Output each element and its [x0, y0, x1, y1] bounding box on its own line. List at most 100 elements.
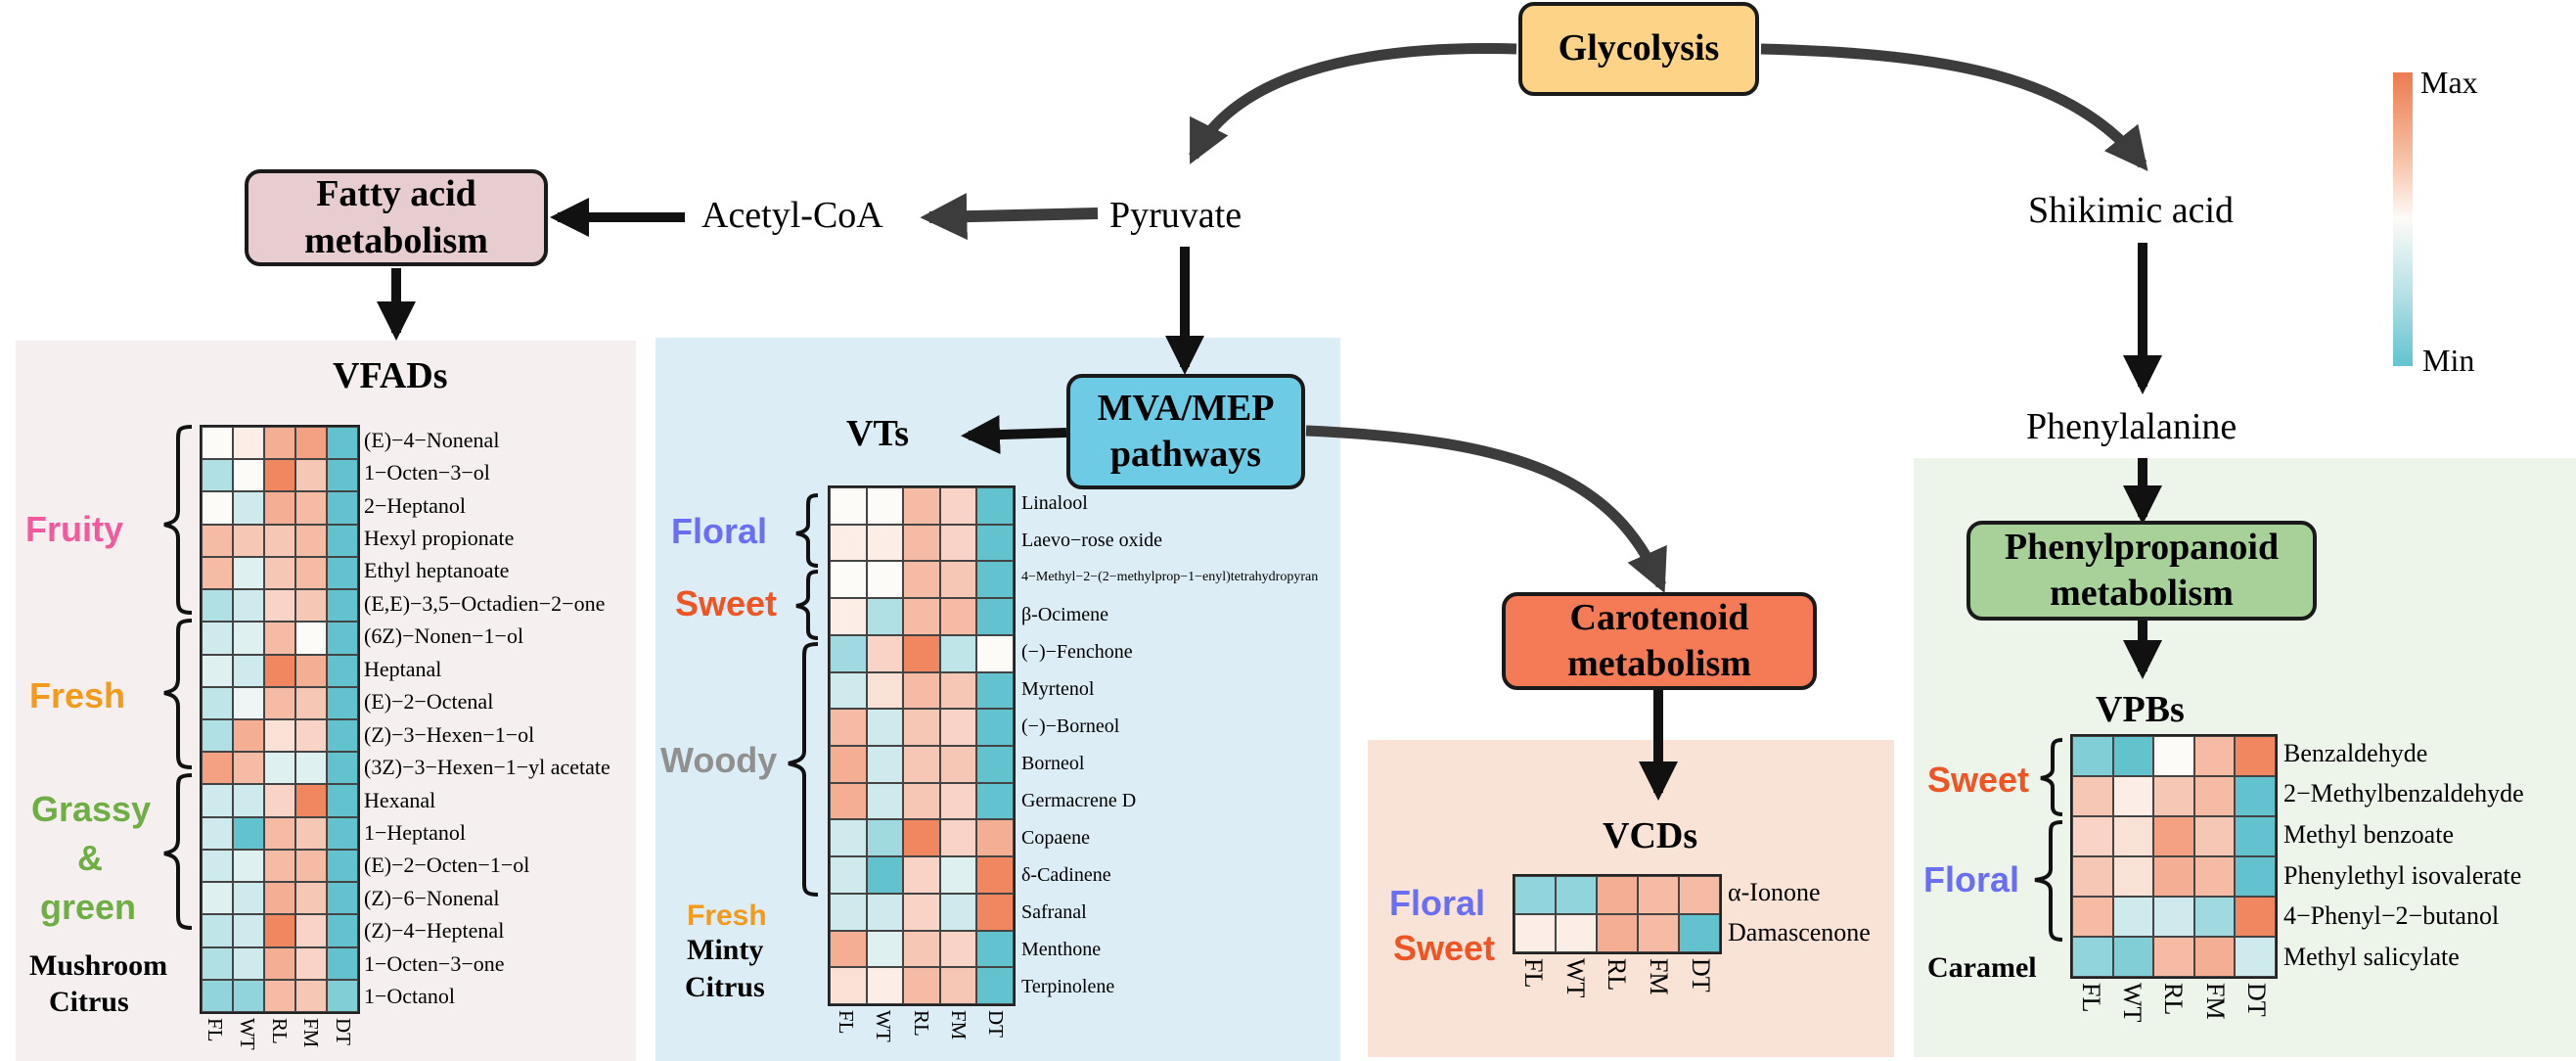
heatmap-cell	[2153, 937, 2194, 977]
heatmap-cell	[295, 686, 327, 719]
compound-label: Myrtenol	[1021, 678, 1095, 700]
heatmap-cell	[1514, 914, 1556, 952]
bracket-floral-vpb	[2034, 820, 2063, 942]
heatmap-cell	[2235, 897, 2276, 937]
heatmap-cell	[264, 752, 295, 785]
heatmap-cell	[202, 718, 233, 753]
heatmap-cell	[264, 622, 295, 655]
compound-label: Hexanal	[364, 787, 436, 812]
heatmap-cell	[830, 967, 867, 1004]
compound-label: Safranal	[1021, 901, 1087, 923]
phenylalanine-label: Phenylalanine	[2026, 406, 2237, 447]
heatmap-cell	[976, 634, 1014, 672]
vt-category-citrus: Citrus	[685, 971, 765, 1003]
vt-category-sweet: Sweet	[675, 583, 778, 623]
heatmap-cell	[202, 654, 233, 687]
heatmap-cell	[233, 784, 264, 817]
arrow-glycolysis-pyruvate	[1189, 43, 1517, 164]
heatmap-cell	[2235, 856, 2276, 897]
compound-label: Heptanal	[364, 656, 442, 681]
arrow-pyruvate-acetylcoa	[920, 193, 1099, 241]
heatmap-cell	[830, 598, 867, 635]
heatmap-cell	[295, 849, 327, 883]
vt-title: VTs	[846, 413, 910, 454]
arrow-mva-carotenoid	[1305, 425, 1667, 594]
heatmap-cell	[295, 946, 327, 980]
heatmap-cell	[903, 819, 940, 857]
heatmap-cell	[939, 524, 977, 562]
heatmap-cell	[830, 856, 867, 894]
heatmap-cell	[327, 718, 358, 753]
compound-label: Terpinolene	[1021, 976, 1115, 997]
vcd-category-floral: Floral	[1389, 883, 1486, 923]
heatmap-cell	[976, 746, 1014, 783]
heatmap-cell	[202, 459, 233, 492]
heatmap-cell	[830, 561, 867, 599]
heatmap-cell	[202, 816, 233, 850]
compound-label: 1−Heptanol	[364, 819, 467, 845]
vfad-category-citrus: Citrus	[49, 986, 129, 1018]
heatmap-cell	[976, 856, 1014, 894]
heatmap-cell	[976, 782, 1014, 820]
heatmap-cell	[976, 967, 1014, 1004]
compound-label: δ-Cadinene	[1021, 864, 1111, 886]
phenylpropanoid-box: Phenylpropanoid metabolism	[1966, 521, 2317, 621]
mva-mep-box: MVA/MEP pathways	[1066, 374, 1305, 489]
heatmap-cell	[295, 622, 327, 655]
heatmap-cell	[295, 459, 327, 492]
compound-label: 2−Methylbenzaldehyde	[2283, 779, 2524, 808]
heatmap-cell	[866, 524, 904, 562]
heatmap-cell	[202, 556, 233, 590]
phenylpropanoid-label: Phenylpropanoid metabolism	[2004, 526, 2280, 615]
heatmap-cell	[295, 784, 327, 817]
fatty-acid-box: Fatty acid metabolism	[245, 169, 548, 266]
heatmap-cell	[1556, 914, 1597, 952]
heatmap-cell	[264, 784, 295, 817]
heatmap-cell	[830, 746, 867, 783]
heatmap-cell	[233, 622, 264, 655]
heatmap-cell	[976, 930, 1014, 968]
heatmap-cell	[233, 589, 264, 623]
heatmap-cell	[939, 709, 977, 746]
heatmap-cell	[903, 709, 940, 746]
heatmap-cell	[233, 914, 264, 947]
compound-label: (Z)−4−Heptenal	[364, 918, 505, 944]
color-scale-bar	[2393, 72, 2413, 366]
heatmap-cell	[2235, 776, 2276, 816]
heatmap-cell	[295, 718, 327, 753]
heatmap-cell	[202, 686, 233, 719]
bracket-grassy	[163, 773, 193, 930]
heatmap-cell	[264, 491, 295, 525]
heatmap-cell	[939, 671, 977, 710]
heatmap-cell	[233, 752, 264, 785]
heatmap-cell	[903, 561, 940, 599]
vfad-title: VFADs	[333, 355, 448, 396]
heatmap-cell	[202, 622, 233, 655]
heatmap-cell	[2112, 897, 2154, 937]
heatmap-cell	[2193, 856, 2236, 897]
heatmap-cell	[903, 893, 940, 931]
heatmap-cell	[830, 487, 867, 525]
heatmap-cell	[264, 979, 295, 1012]
vcd-title: VCDs	[1603, 815, 1698, 856]
compound-label: 1−Octen−3−one	[364, 950, 505, 976]
heatmap-cell	[295, 979, 327, 1012]
heatmap-cell	[327, 622, 358, 655]
heatmap-cell	[903, 930, 940, 968]
vfad-heatmap	[200, 425, 360, 1014]
heatmap-cell	[202, 784, 233, 817]
heatmap-cell	[1679, 914, 1720, 952]
heatmap-cell	[976, 561, 1014, 599]
vt-category-floral: Floral	[671, 511, 768, 551]
heatmap-cell	[295, 654, 327, 687]
heatmap-cell	[233, 718, 264, 753]
heatmap-cell	[295, 882, 327, 915]
heatmap-cell	[903, 634, 940, 672]
vpb-title: VPBs	[2096, 689, 2185, 730]
compound-label: (Z)−3−Hexen−1−ol	[364, 721, 535, 747]
heatmap-cell	[939, 598, 977, 635]
heatmap-cell	[264, 556, 295, 590]
heatmap-cell	[1638, 876, 1679, 914]
heatmap-cell	[264, 882, 295, 915]
